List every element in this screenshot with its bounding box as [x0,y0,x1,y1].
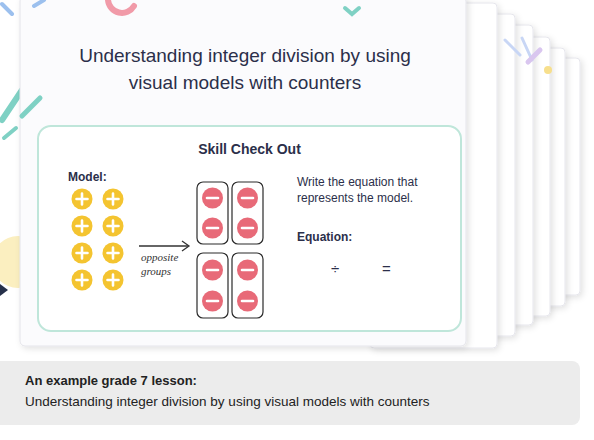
caption-bar: An example grade 7 lesson: Understanding … [0,361,580,425]
group-boxes [197,182,228,244]
negative-counters [202,188,223,209]
arrow-note: opposite groups [141,250,191,278]
divide-sign: ÷ [331,260,339,277]
equation-label: Equation: [297,230,352,244]
positive-counters [103,189,124,210]
card-decorations [22,98,40,116]
model-label: Model: [68,170,107,184]
negative-counters [202,260,223,281]
opposite-arrow [139,245,188,246]
skill-panel: Skill Check Out [37,125,462,332]
negative-counters [237,260,258,281]
group-boxes [197,182,263,318]
negative-counters [202,218,223,239]
positive-counters [103,216,124,237]
group-boxes [232,182,263,244]
negative-counters [237,188,258,209]
decorations [2,4,12,14]
positive-counters [72,270,93,291]
panel-heading: Skill Check Out [39,141,460,157]
negative-counters [237,218,258,239]
card-decorations [108,0,134,13]
opposite-arrow [182,241,189,251]
back-slides [528,50,540,62]
equals-sign: = [382,260,391,277]
decorations [0,284,8,296]
decorations [2,90,22,120]
group-boxes [197,253,228,318]
instruction-text: Write the equation that represents the m… [297,174,447,206]
positive-counters [72,216,93,237]
caption-heading: An example grade 7 lesson: [25,371,568,390]
positive-counters [72,189,124,291]
back-slides [505,38,532,60]
card-decorations [34,0,44,6]
positive-counters [103,243,124,264]
negative-counters [202,291,223,312]
positive-counters [72,243,93,264]
negative-counters [237,291,258,312]
group-boxes [232,253,263,318]
back-slides [544,66,552,74]
panel-ground [37,125,462,332]
card-decorations [345,8,359,14]
front-slide [20,0,466,346]
caption-text: Understanding integer division by using … [25,392,568,412]
positive-counters [103,270,124,291]
opposite-arrow [139,241,189,251]
negative-counters [202,188,258,312]
slide-title: Understanding integer division by using … [60,42,430,96]
positive-counters [72,189,93,210]
decorations [4,128,16,138]
